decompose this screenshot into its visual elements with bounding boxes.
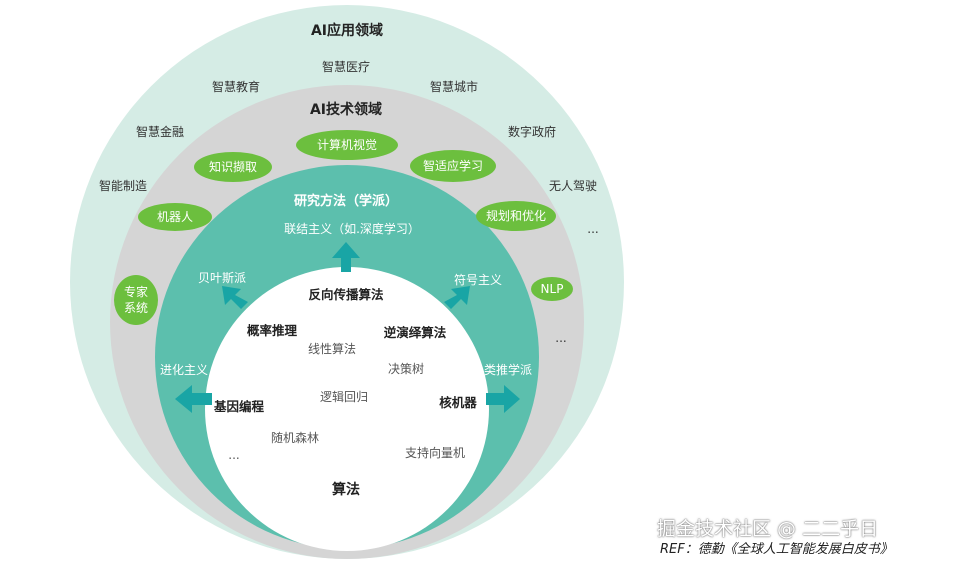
tech-computer-vision-label: 计算机视觉: [316, 137, 377, 152]
app-smart-education: 智慧教育: [211, 80, 261, 94]
school-symbolism: 符号主义: [453, 273, 503, 287]
tech-nlp-label: NLP: [540, 281, 564, 296]
arrow-right-icon: [486, 385, 520, 413]
algorithms-title: 算法: [332, 482, 360, 498]
algo-svm: 支持向量机: [404, 446, 466, 460]
algorithms-core: [205, 267, 489, 551]
arrow-up-left-icon: [222, 286, 248, 309]
arrow-left-icon: [175, 385, 212, 413]
tech-expert-system: 专家 系统: [114, 275, 158, 325]
school-connectionism: 联结主义（如.深度学习）: [284, 222, 420, 236]
app-smart-city: 智慧城市: [429, 80, 479, 94]
algo-more: ...: [228, 448, 240, 462]
algo-random-forest: 随机森林: [270, 431, 320, 445]
app-autonomous-driving: 无人驾驶: [548, 179, 598, 193]
algo-linear: 线性算法: [307, 342, 357, 356]
tech-knowledge-extraction-label: 知识撷取: [208, 159, 257, 174]
algo-logistic-regression: 逻辑回归: [319, 390, 369, 404]
tech-robotics-label: 机器人: [156, 209, 193, 224]
tech-planning-optimization: 规划和优化: [476, 201, 556, 231]
school-bayesian: 贝叶斯派: [197, 271, 247, 285]
algo-inverse-deduction: 逆演绎算法: [383, 325, 447, 340]
tech-adaptive-learning: 智适应学习: [410, 150, 496, 182]
schools-title: 研究方法（学派）: [293, 194, 399, 209]
school-analogizers: 类推学派: [483, 363, 533, 377]
reference-note: REF：德勤《全球人工智能发展白皮书》: [660, 542, 893, 557]
watermark: 掘金技术社区 @ 二二乎日: [657, 518, 879, 540]
tech-expert-system-line1: 专家: [123, 284, 148, 299]
arrow-up-icon: [332, 242, 360, 272]
algo-genetic-programming: 基因编程: [213, 399, 265, 414]
tech-planning-optimization-label: 规划和优化: [485, 208, 546, 223]
school-evolutionism: 进化主义: [159, 363, 209, 377]
tech-computer-vision: 计算机视觉: [296, 130, 398, 160]
algo-backpropagation: 反向传播算法: [308, 287, 384, 302]
algo-decision-tree: 决策树: [387, 362, 425, 376]
app-smart-finance: 智慧金融: [135, 125, 185, 139]
app-smart-manufacturing: 智能制造: [98, 179, 148, 193]
algo-kernel-machine: 核机器: [439, 395, 477, 410]
applications-title: AI应用领域: [310, 23, 384, 39]
app-smart-healthcare: 智慧医疗: [321, 60, 371, 74]
tech-nlp: NLP: [531, 277, 573, 301]
tech-adaptive-learning-label: 智适应学习: [422, 158, 483, 173]
tech-more: ...: [555, 331, 567, 345]
arrow-up-right-icon: [444, 286, 470, 309]
technology-title: AI技术领域: [309, 102, 383, 118]
algo-probabilistic-inference: 概率推理: [246, 323, 298, 338]
app-digital-government: 数字政府: [507, 125, 557, 139]
tech-expert-system-line2: 系统: [123, 301, 148, 315]
app-more: ...: [587, 222, 599, 236]
tech-robotics: 机器人: [138, 203, 212, 231]
tech-knowledge-extraction: 知识撷取: [194, 152, 272, 182]
